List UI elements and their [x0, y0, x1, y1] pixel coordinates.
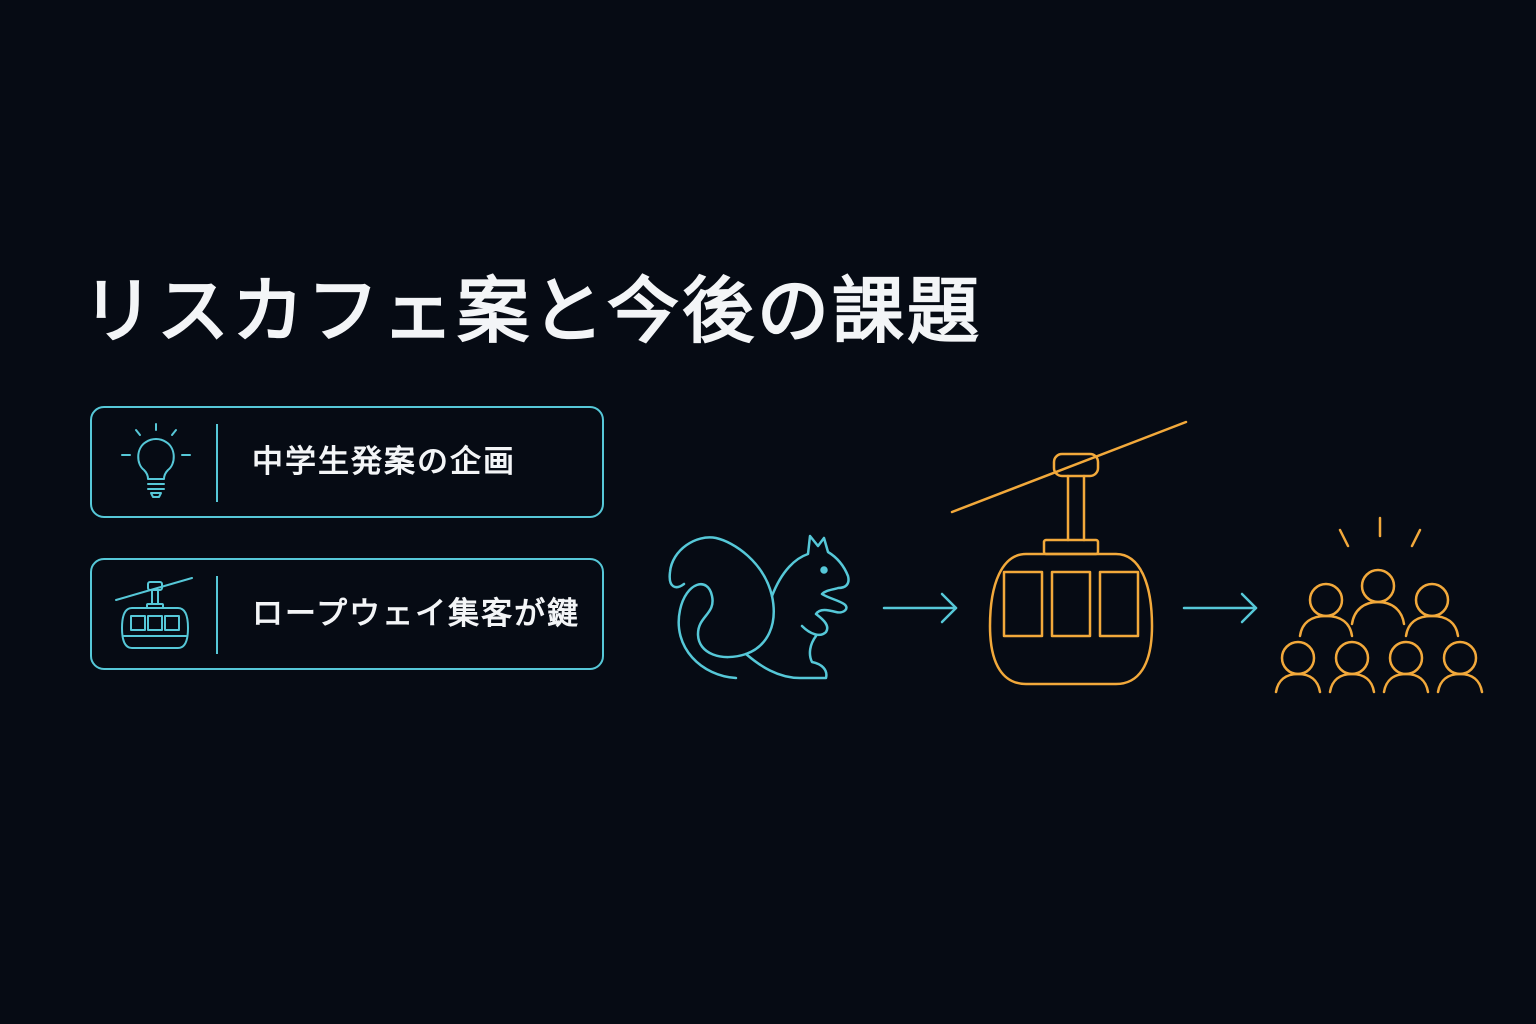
arrow-right-icon: [882, 592, 958, 624]
idea-card: 中学生発案の企画: [90, 406, 604, 518]
card-divider: [216, 424, 218, 502]
ropeway-card: ロープウェイ集客が鍵: [90, 558, 604, 670]
arrow-right-icon: [1182, 592, 1258, 624]
lightbulb-icon: [121, 423, 191, 498]
flow-diagram: [640, 400, 1520, 720]
crowd-icon: [1274, 516, 1484, 694]
slide-title: リスカフェ案と今後の課題: [82, 269, 983, 353]
ropeway-gondola-icon: [115, 577, 193, 649]
card-label: ロープウェイ集客が鍵: [252, 596, 581, 632]
card-label: 中学生発案の企画: [252, 444, 516, 480]
card-divider: [216, 576, 218, 654]
ropeway-gondola-icon: [950, 420, 1188, 686]
squirrel-icon: [668, 534, 850, 680]
